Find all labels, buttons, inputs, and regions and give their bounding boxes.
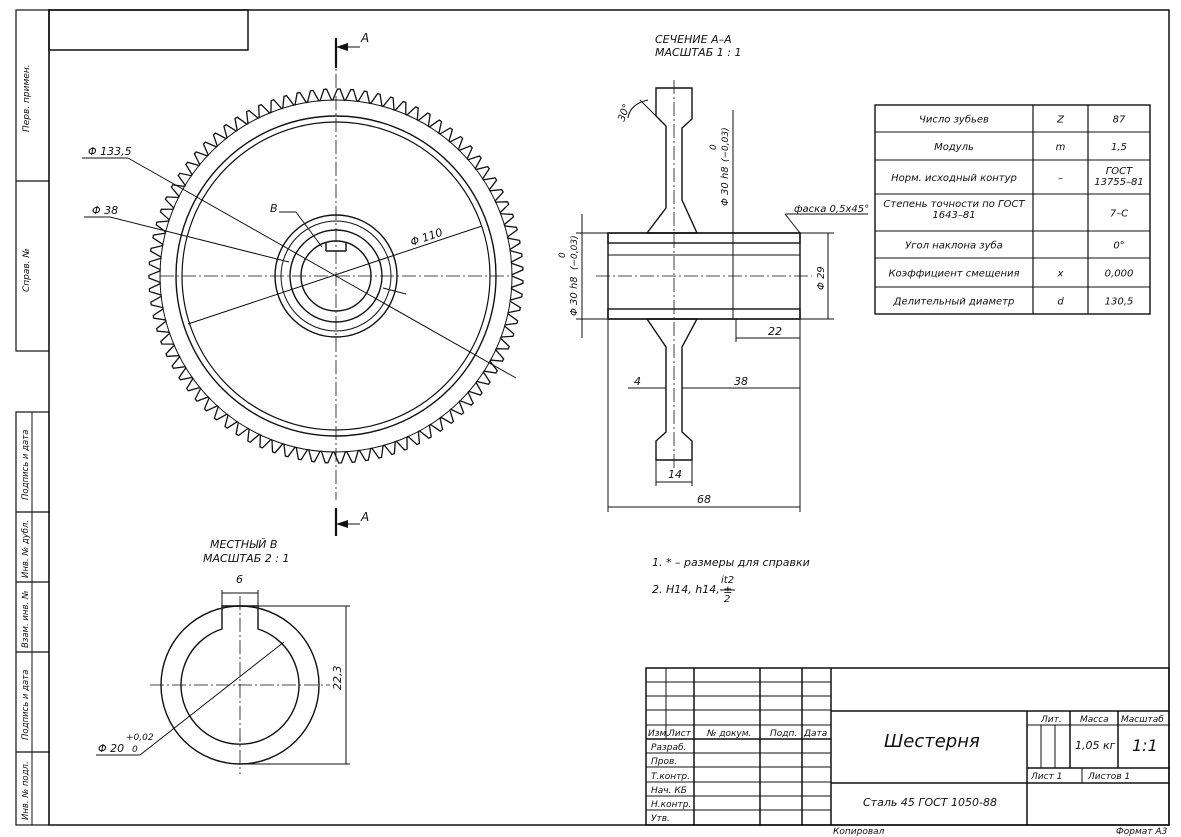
section-scale: МАСШТАБ 1 : 1 [655, 46, 741, 59]
label-b: B [270, 202, 278, 215]
dim-14: 14 [668, 468, 682, 481]
param-value: 0,000 [1105, 269, 1134, 280]
side-stamp: Перв. примен. Справ. № Подпись и дата Ин… [15, 9, 50, 826]
param-name: Делительный диаметр [893, 297, 1015, 308]
param-value: 87 [1113, 115, 1126, 126]
param-symbol: d [1057, 297, 1064, 308]
param-value: 130,5 [1105, 297, 1134, 308]
head-massa: Масса [1080, 715, 1109, 725]
note-2-frac-top: it2 [721, 575, 734, 586]
tol-d20-lower: 0 [132, 745, 138, 755]
row-utv: Утв. [651, 814, 670, 824]
side-perv: Перв. примен. [22, 64, 32, 132]
gear-front-view: A A Φ 133,5 Φ 38 Φ 110 B [82, 31, 524, 536]
head-lit: Лит. [1040, 715, 1062, 725]
note-2: 2. H14, h14, ± [652, 583, 732, 596]
param-name: Угол наклона зуба [905, 240, 1003, 252]
param-symbol: – [1058, 173, 1063, 184]
mass-value: 1,05 кг [1075, 739, 1116, 752]
section-mark-a-top: A [360, 31, 369, 45]
row-nkontr: Н.контр. [651, 800, 691, 810]
dim-d38: Φ 38 [92, 204, 118, 217]
dim-d133: Φ 133,5 [88, 145, 132, 158]
gear-teeth-outline [148, 88, 524, 464]
dim-68: 68 [697, 493, 711, 506]
param-symbol: x [1057, 269, 1064, 280]
col-doc: № докум. [706, 729, 751, 739]
local-view-b: МЕСТНЫЙ B МАСШТАБ 2 : 1 6 22,3 Φ 20 +0,0… [96, 538, 350, 774]
dim-4: 4 [634, 375, 641, 388]
dim-d30-left: Φ 30 h8 [569, 276, 580, 316]
chamfer-note: фаска 0,5х45° [794, 204, 869, 215]
section-web-top [645, 87, 699, 234]
angle-30: 30° [616, 103, 632, 123]
section-a-a: СЕЧЕНИЕ А–А МАСШТАБ 1 : 1 30° Φ 30 h8 0 … [558, 33, 869, 512]
row-prov: Пров. [651, 757, 677, 767]
param-value: 13755–81 [1094, 177, 1144, 188]
param-value: 0° [1113, 241, 1124, 252]
footer-copied: Копировал [833, 827, 885, 837]
top-left-box [48, 9, 249, 51]
col-list: Лист [667, 729, 692, 739]
col-izm: Изм. [648, 729, 669, 739]
section-mark-a-bottom: A [360, 510, 369, 524]
dim-22-3: 22,3 [331, 666, 344, 691]
local-scale: МАСШТАБ 2 : 1 [203, 552, 289, 565]
row-nach: Нач. КБ [651, 786, 687, 796]
param-name: Коэффициент смещения [888, 269, 1019, 280]
col-podp: Подп. [770, 729, 797, 739]
drawing-title: Шестерня [884, 731, 980, 752]
title-block: Изм. Лист № докум. Подп. Дата Разраб. Пр… [645, 667, 1170, 826]
technical-notes: 1. * – размеры для справки 2. H14, h14, … [652, 556, 810, 605]
col-data: Дата [803, 729, 827, 739]
tol-left-lower: (−0,03) [570, 235, 580, 270]
param-value: 7–С [1110, 209, 1128, 220]
param-symbol: Z [1056, 115, 1065, 126]
side-sprav: Справ. № [22, 248, 32, 292]
side-podp1: Подпись и дата [21, 430, 31, 500]
dim-d30-top: Φ 30 h8 [720, 166, 731, 206]
tol-top-lower: (−0,03) [721, 127, 731, 162]
tol-d20-upper: +0,02 [126, 733, 154, 743]
param-name: Число зубьев [919, 114, 989, 126]
param-value: ГОСТ [1106, 166, 1133, 177]
dim-d20: Φ 20 [98, 742, 124, 755]
side-podp2: Подпись и дата [21, 670, 31, 740]
dim-6: 6 [236, 573, 243, 586]
row-tkontr: Т.контр. [651, 772, 690, 782]
param-name: Степень точности по ГОСТ [883, 199, 1025, 210]
sheet-number: Лист 1 [1030, 772, 1062, 782]
note-1: 1. * – размеры для справки [652, 556, 810, 569]
local-title: МЕСТНЫЙ B [210, 538, 277, 551]
section-title: СЕЧЕНИЕ А–А [655, 33, 732, 46]
param-table-frame [874, 104, 1151, 315]
note-2-frac-bottom: 2 [724, 594, 730, 605]
footer-format: Формат А3 [1116, 827, 1168, 837]
material: Сталь 45 ГОСТ 1050-88 [863, 796, 997, 809]
scale-value: 1:1 [1132, 736, 1158, 755]
dim-38: 38 [734, 375, 748, 388]
dim-d110: Φ 110 [409, 226, 445, 249]
side-vzam: Взам. инв. № [21, 590, 31, 648]
param-name: Норм. исходный контур [891, 173, 1017, 184]
sheets-total: Листов 1 [1087, 772, 1130, 782]
tol-top-upper: 0 [709, 144, 719, 150]
tol-left-upper: 0 [558, 252, 568, 258]
row-razrab: Разраб. [651, 743, 686, 753]
param-name: 1643–81 [932, 210, 975, 221]
side-inv-dubl: Инв. № дубл. [21, 520, 31, 578]
side-inv-podl: Инв. № подл. [21, 761, 31, 820]
dim-22: 22 [768, 325, 782, 338]
dim-d29: Φ 29 [816, 266, 827, 290]
head-masshtab: Масштаб [1121, 715, 1164, 725]
section-web-bottom [645, 318, 699, 461]
param-value: 1,5 [1111, 142, 1127, 153]
param-name: Модуль [934, 142, 974, 153]
param-symbol: m [1056, 142, 1066, 153]
